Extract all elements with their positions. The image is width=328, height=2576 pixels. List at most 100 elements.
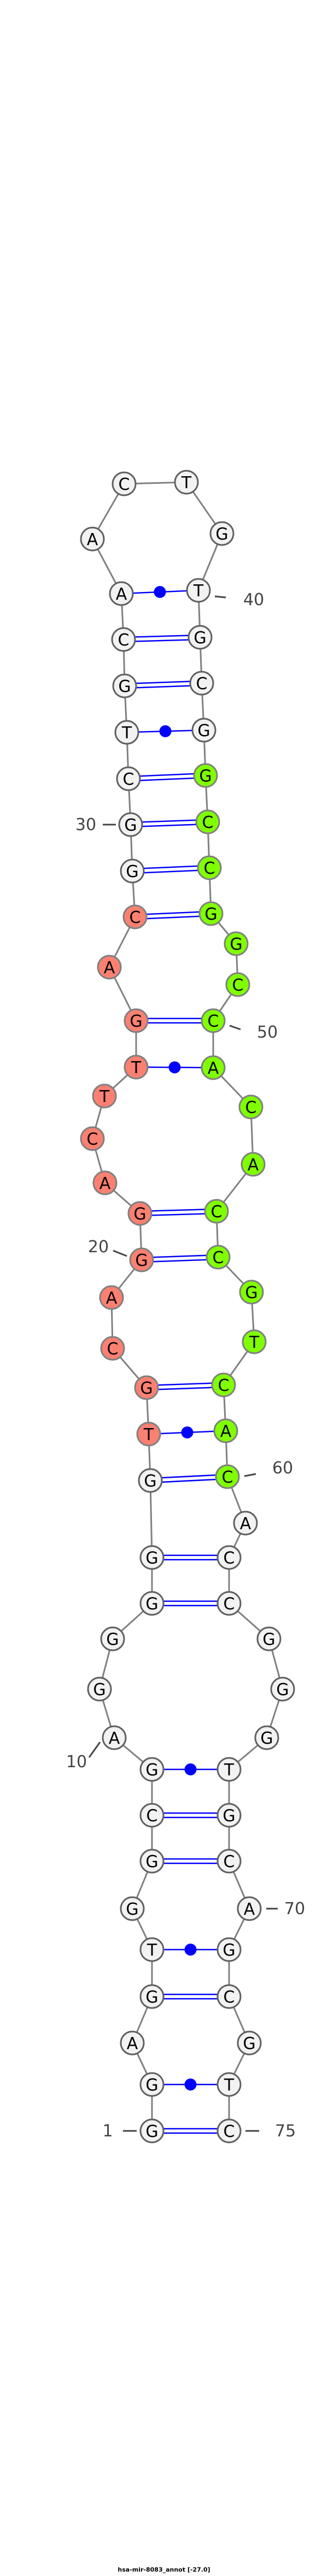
nucleotide-32: T xyxy=(114,720,139,745)
nucleotide-circle xyxy=(97,955,122,980)
pair-line xyxy=(132,869,210,874)
pair-line xyxy=(134,915,212,920)
wobble-dot xyxy=(181,1426,194,1438)
wobble-dot xyxy=(184,2078,197,2091)
nucleotide-circle xyxy=(102,1725,127,1750)
nucleotide-circle xyxy=(136,1422,161,1447)
nucleotide-circle xyxy=(211,1372,236,1397)
nucleotide-26: G xyxy=(124,1008,149,1033)
nucleotide-40: T xyxy=(186,578,211,603)
nucleotide-55: C xyxy=(206,1245,231,1270)
nucleotide-circle xyxy=(216,1591,242,1616)
nucleotide-letter: G xyxy=(276,1680,289,1699)
nucleotide-65: G xyxy=(270,1677,295,1702)
nucleotide-letter: G xyxy=(124,816,137,835)
position-label-1: 1 xyxy=(102,2122,113,2141)
nucleotide-letter: G xyxy=(130,1012,142,1031)
position-tick xyxy=(88,1742,101,1758)
nucleotide-20: G xyxy=(129,1247,154,1272)
position-label-20: 20 xyxy=(88,1237,109,1257)
nucleotide-33: G xyxy=(112,673,137,698)
nucleotide-letter: G xyxy=(145,1852,158,1872)
nucleotide-circle xyxy=(124,1008,149,1033)
nucleotide-letter: C xyxy=(245,1098,257,1117)
nucleotide-circle xyxy=(122,904,148,929)
nucleotide-circle xyxy=(225,972,250,997)
nucleotide-22: A xyxy=(92,1170,118,1195)
nucleotide-42: C xyxy=(189,671,214,696)
nucleotide-letter: C xyxy=(204,859,215,878)
nucleotide-37: C xyxy=(112,471,137,496)
pair-line xyxy=(132,864,210,870)
nucleotide-62: C xyxy=(216,1545,242,1570)
nucleotide-circle xyxy=(118,812,143,837)
nucleotide-circle xyxy=(120,2030,145,2056)
nucleotide-letter: A xyxy=(127,2034,138,2053)
nucleotide-circle xyxy=(238,1094,263,1120)
nucleotide-letter: G xyxy=(145,1549,158,1568)
nucleotide-letter: C xyxy=(87,1130,98,1149)
nucleotide-66: G xyxy=(254,1725,279,1750)
nucleotide-74: T xyxy=(216,2072,242,2097)
nucleotide-75: C xyxy=(216,2118,242,2143)
nucleotide-circle xyxy=(237,2030,262,2056)
nucleotide-letter: C xyxy=(224,1852,235,1872)
nucleotide-circle xyxy=(270,1677,295,1702)
nucleotide-letter: T xyxy=(193,582,204,601)
nucleotide-letter: C xyxy=(202,813,214,832)
nucleotide-circle xyxy=(239,1280,264,1305)
nucleotide-7: G xyxy=(139,1849,165,1874)
nucleotide-circle xyxy=(216,2118,242,2143)
nucleotide-letter: G xyxy=(222,1941,235,1960)
base-pair-1-75 xyxy=(152,2128,229,2134)
nucleotide-letter: G xyxy=(145,2122,158,2141)
nucleotide-circle xyxy=(241,1152,266,1177)
nucleotide-circle xyxy=(139,1591,165,1616)
nucleotide-letter: G xyxy=(262,1630,275,1649)
pair-line xyxy=(130,819,208,824)
nucleotide-letter: G xyxy=(145,1761,158,1780)
nucleotide-39: G xyxy=(209,521,235,546)
nucleotide-circle xyxy=(112,471,137,496)
nucleotide-17: G xyxy=(134,1375,159,1400)
nucleotide-letter: A xyxy=(240,1514,251,1533)
nucleotide-circle xyxy=(254,1725,279,1750)
pair-line xyxy=(123,638,201,643)
base-pair-20-55 xyxy=(141,1254,219,1263)
pair-line xyxy=(141,1258,219,1263)
base-pair-34-41 xyxy=(123,634,201,643)
nucleotide-letter: C xyxy=(130,908,141,927)
nucleotide-letter: G xyxy=(140,1379,153,1398)
nucleotide-letter: G xyxy=(222,1807,235,1826)
base-pair-26-50 xyxy=(136,1017,213,1024)
nucleotide-2: G xyxy=(139,2072,165,2097)
nucleotide-letter: C xyxy=(119,475,130,494)
nucleotide-29: G xyxy=(120,858,145,884)
nucleotide-45: C xyxy=(195,809,220,834)
position-label-50: 50 xyxy=(257,1023,278,1042)
nucleotide-circle xyxy=(237,1896,262,1921)
nucleotide-circle xyxy=(80,1126,105,1151)
nucleotide-letter: C xyxy=(224,1549,235,1568)
base-pairs xyxy=(121,586,229,2134)
nucleotide-71: G xyxy=(216,1937,242,1962)
nucleotide-57: T xyxy=(242,1329,267,1354)
nucleotide-12: G xyxy=(100,1626,125,1651)
nucleotide-circle xyxy=(100,1336,125,1361)
nucleotide-circle xyxy=(100,1626,125,1651)
position-label-60: 60 xyxy=(272,1459,293,1478)
base-pair-2-74 xyxy=(152,2078,229,2091)
nucleotide-letter: A xyxy=(99,1174,111,1193)
position-tick xyxy=(244,1473,256,1477)
nucleotide-circle xyxy=(233,1511,258,1536)
nucleotide-50: C xyxy=(201,1008,226,1033)
pair-line xyxy=(130,823,208,828)
nucleotide-circle xyxy=(120,1896,145,1921)
nucleotide-letter: T xyxy=(121,724,132,743)
nucleotide-letter: G xyxy=(194,629,206,648)
nucleotide-circle xyxy=(195,809,220,834)
nucleotide-52: C xyxy=(238,1094,263,1120)
nucleotide-56: G xyxy=(239,1280,264,1305)
nucleotide-letter: T xyxy=(147,1941,157,1960)
